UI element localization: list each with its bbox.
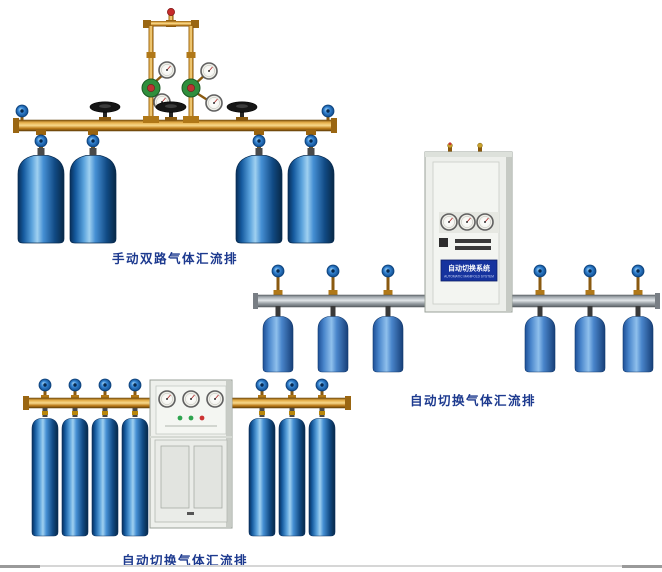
cylinder-drop <box>235 130 283 244</box>
gas-cylinder-small <box>622 306 654 373</box>
indicator-light-green <box>188 415 194 421</box>
hand-valve <box>89 101 121 121</box>
control-cabinet <box>149 379 233 529</box>
cylinder-valve-riser <box>68 378 82 400</box>
cylinder-valve-riser <box>583 264 597 296</box>
cylinder-valve-riser <box>315 378 329 400</box>
gas-cylinder-tall <box>121 408 149 537</box>
inlet-tee <box>143 8 199 28</box>
gas-cylinder-tall <box>91 408 119 537</box>
page-bottom-border <box>0 565 662 567</box>
cylinder-valve-riser <box>285 378 299 400</box>
cylinder-drop <box>287 130 335 244</box>
left-regulator-gauges <box>141 61 176 111</box>
cylinder-valve-riser <box>128 378 142 400</box>
manual-dual-manifold-figure: 手动双路气体汇流排 <box>10 8 340 266</box>
end-valve <box>15 104 29 121</box>
cylinder-drop <box>17 130 65 244</box>
cabinet-label-plate: 自动切换系统 AUTOMATIC MANIFOLD SYSTEM <box>440 259 498 282</box>
gas-cylinder-small <box>372 306 404 373</box>
manual-dual-manifold-caption: 手动双路气体汇流排 <box>111 252 238 266</box>
cylinder-valve-riser <box>271 264 285 296</box>
cylinder-valve-riser <box>381 264 395 296</box>
right-feed-pipe <box>188 26 194 120</box>
pipe-union <box>186 52 196 58</box>
indicator-light-red <box>199 415 205 421</box>
manual-dual-manifold-illustration <box>13 8 337 244</box>
gas-cylinder-tall <box>31 408 59 537</box>
left-feed-pipe <box>148 26 154 120</box>
end-valve <box>321 104 335 121</box>
cabinet-label-en: AUTOMATIC MANIFOLD SYSTEM <box>444 275 494 279</box>
door-latch <box>187 512 194 515</box>
auto-switch-manifold-tall-figure: 自动切换气体汇流排 <box>15 378 360 570</box>
auto-switch-manifold-tall-illustration <box>23 378 351 537</box>
cylinder-valve-riser <box>326 264 340 296</box>
gas-cylinder-tall <box>248 408 276 537</box>
cylinder-valve-riser <box>255 378 269 400</box>
gas-cylinder-tall <box>278 408 306 537</box>
auto-switch-manifold-illustration: 自动切换系统 AUTOMATIC MANIFOLD SYSTEM <box>253 142 660 373</box>
page-bottom-border-left <box>0 565 40 568</box>
auto-switch-manifold-caption: 自动切换气体汇流排 <box>409 394 536 408</box>
cabinet-label-cn: 自动切换系统 <box>448 264 490 273</box>
auto-switch-manifold-figure: 自动切换系统 AUTOMATIC MANIFOLD SYSTEM <box>253 142 662 410</box>
gas-cylinder-tall <box>308 408 336 537</box>
gas-cylinder-tall <box>61 408 89 537</box>
indicator-light-green <box>177 415 183 421</box>
page-bottom-border-right <box>622 565 662 568</box>
gas-cylinder-small <box>317 306 349 373</box>
gas-cylinder-small <box>262 306 294 373</box>
auto-switch-manifold-tall-caption: 自动切换气体汇流排 <box>121 554 248 568</box>
gas-cylinder-small <box>524 306 556 373</box>
hand-valve <box>226 101 258 121</box>
right-regulator-gauges <box>181 62 223 112</box>
hand-valve <box>155 101 187 121</box>
cylinder-valve-riser <box>98 378 112 400</box>
pipe-union <box>146 52 156 58</box>
cylinder-valve-riser <box>533 264 547 296</box>
cylinder-valve-riser <box>38 378 52 400</box>
control-cabinet: 自动切换系统 AUTOMATIC MANIFOLD SYSTEM <box>424 142 513 313</box>
gas-cylinder-small <box>574 306 606 373</box>
cylinder-valve-riser <box>631 264 645 296</box>
cylinder-drop <box>69 130 117 244</box>
